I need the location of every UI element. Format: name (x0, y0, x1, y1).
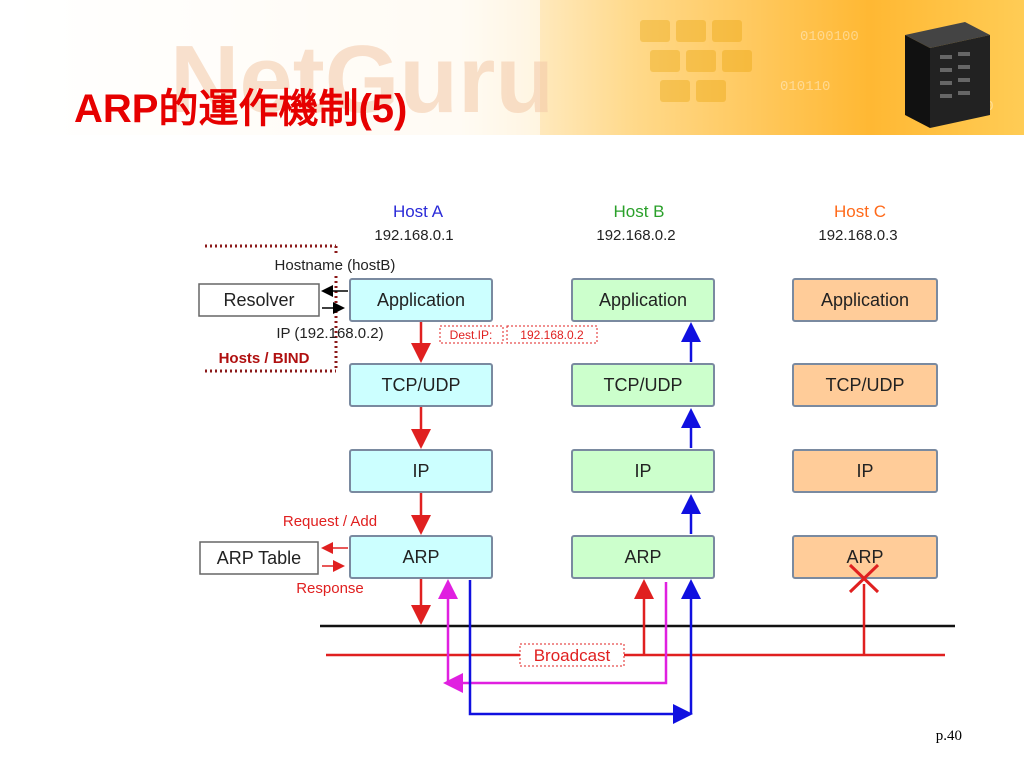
broadcast-label: Broadcast (534, 646, 611, 665)
host-a-name: Host A (393, 202, 444, 221)
host-c-application (792, 278, 938, 322)
request-add-label: Request / Add (283, 513, 377, 530)
blue-path (468, 580, 693, 724)
header-banner: NetGuru 0100100 010110 0110 (0, 0, 1024, 135)
dest-ip-value-box (506, 325, 598, 344)
host-a-arp (349, 535, 493, 579)
svg-text:TCP/UDP: TCP/UDP (825, 375, 904, 395)
arp-table-label: ARP Table (217, 548, 301, 568)
host-b-ip-layer (571, 449, 715, 493)
svg-text:ARP: ARP (624, 547, 661, 567)
svg-text:Application: Application (599, 290, 687, 310)
response-label: Response (296, 580, 364, 597)
svg-text:010110: 010110 (780, 79, 830, 95)
server-icon (905, 22, 990, 128)
host-c-tcpudp (792, 363, 938, 407)
reject-x-icon (848, 563, 880, 594)
host-c-ip: 192.168.0.3 (818, 227, 897, 244)
host-c-ip-layer (792, 449, 938, 493)
host-a-ip: 192.168.0.1 (374, 227, 453, 244)
svg-text:Application: Application (377, 290, 465, 310)
host-b-ip: 192.168.0.2 (596, 227, 675, 244)
dest-ip-box (439, 325, 504, 344)
host-a-ip-layer (349, 449, 493, 493)
host-a-stack: Application TCP/UDP IP ARP (349, 278, 493, 579)
host-a-tcpudp (349, 363, 493, 407)
banner-watermark: NetGuru (170, 26, 554, 133)
arp-table-box (199, 541, 319, 575)
resolver-label: Resolver (223, 290, 294, 310)
hosts-bind-label: Hosts / BIND (219, 350, 310, 367)
svg-text:0100100: 0100100 (800, 29, 859, 45)
host-c-name: Host C (834, 202, 886, 221)
host-b-stack: Application TCP/UDP IP ARP (571, 278, 715, 579)
svg-text:TCP/UDP: TCP/UDP (381, 375, 460, 395)
svg-text:IP: IP (412, 461, 429, 481)
host-b-name: Host B (613, 202, 664, 221)
svg-text:TCP/UDP: TCP/UDP (603, 375, 682, 395)
slide-title: ARP的運作機制(5) (74, 87, 408, 131)
svg-text:ARP: ARP (402, 547, 439, 567)
svg-text:Application: Application (821, 290, 909, 310)
resolver-box (198, 283, 320, 317)
host-c-stack: Application TCP/UDP IP ARP (792, 278, 938, 579)
host-b-tcpudp (571, 363, 715, 407)
host-b-application (571, 278, 715, 322)
dest-ip-label: Dest.IP: (450, 328, 493, 342)
dest-ip-value: 192.168.0.2 (520, 328, 584, 342)
ip-result-label: IP (192.168.0.2) (276, 325, 383, 342)
svg-text:IP: IP (634, 461, 651, 481)
svg-text:IP: IP (856, 461, 873, 481)
page-number: p.40 (935, 728, 962, 744)
host-a-application (349, 278, 493, 322)
hostname-label: Hostname (hostB) (275, 257, 396, 274)
host-b-arp (571, 535, 715, 579)
svg-text:ARP: ARP (846, 547, 883, 567)
magenta-response-path (443, 582, 668, 693)
